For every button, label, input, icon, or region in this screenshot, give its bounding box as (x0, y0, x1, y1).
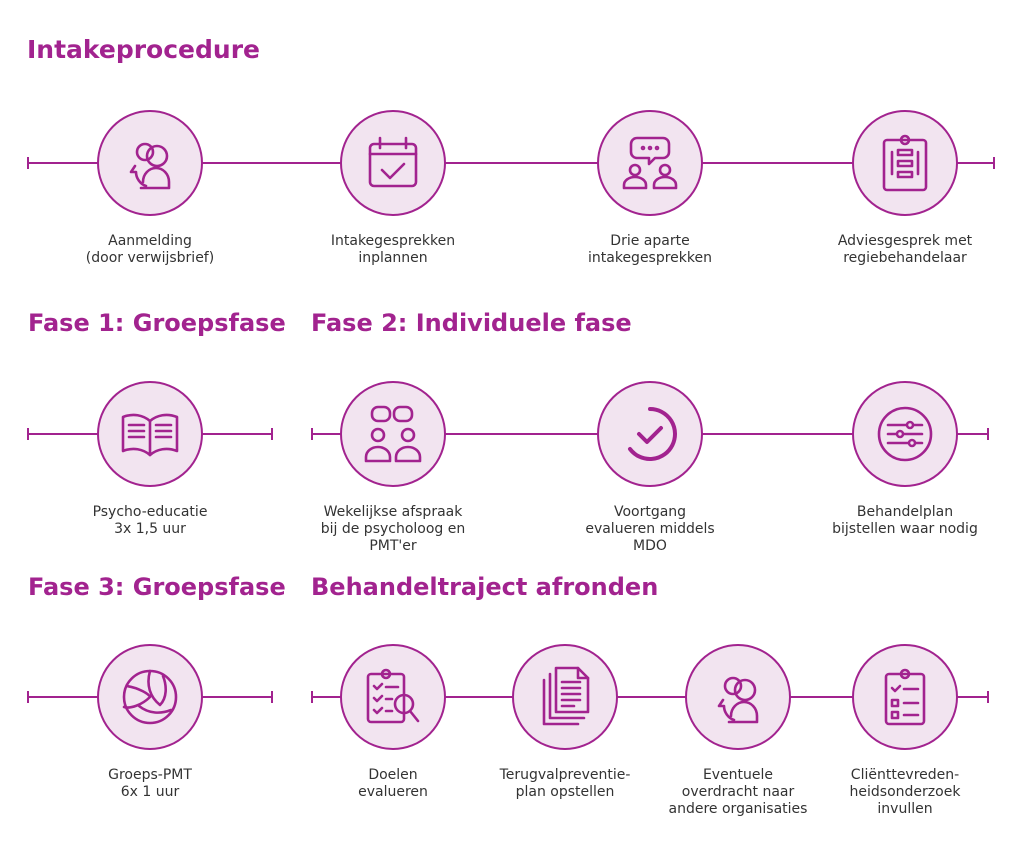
step-label-line: bij de psycholoog en (320, 521, 466, 537)
step-circle (97, 381, 203, 487)
volleyball-icon (122, 669, 178, 725)
step-label-line: andere organisaties (668, 801, 808, 817)
step-circle (852, 381, 958, 487)
people-referral-icon (129, 142, 171, 190)
step-circle (512, 644, 618, 750)
clipboard-checklist-icon (884, 668, 926, 726)
step-circle (340, 381, 446, 487)
step-label-line: invullen (877, 801, 933, 817)
step-label-line: Terugvalpreventie- (499, 767, 631, 783)
step-circle (340, 110, 446, 216)
step-label-line: bijstellen waar nodig (832, 521, 978, 537)
step-label-line: inplannen (358, 250, 428, 266)
step-label-line: 6x 1 uur (120, 784, 180, 800)
step-circle (852, 644, 958, 750)
step-label-line: Doelen (368, 767, 418, 783)
step-label-line: Intakegesprekken (330, 233, 456, 249)
documents-icon (542, 666, 590, 726)
step-label-line: overdracht naar (681, 784, 795, 800)
section-title-fase1: Fase 1: Groepsfase (28, 309, 286, 337)
step-label-line: MDO (633, 538, 667, 554)
progress-check-icon (628, 407, 677, 461)
open-book-icon (121, 413, 179, 457)
step-label-line: heidsonderzoek (849, 784, 961, 800)
step-circle (852, 110, 958, 216)
step-label-line: 3x 1,5 uur (114, 521, 186, 537)
step-label-line: Aanmelding (108, 233, 192, 249)
two-people-chat-icon (364, 405, 422, 463)
section-title-afronden: Behandeltraject afronden (311, 573, 659, 601)
people-referral-icon (717, 676, 759, 724)
step-label-line: Adviesgesprek met (837, 233, 973, 249)
section-title-intake: Intakeprocedure (27, 35, 260, 64)
step-label-line: intakegesprekken (588, 250, 712, 266)
step-label: Aanmelding(door verwijsbrief) (50, 233, 250, 267)
step-label-line: Behandelplan (856, 504, 954, 520)
clipboard-flow-icon (882, 134, 928, 192)
conversation-icon (622, 136, 678, 190)
step-label-line: Drie aparte (610, 233, 690, 249)
section-title-fase3: Fase 3: Groepsfase (28, 573, 286, 601)
timeline-intake (27, 157, 995, 169)
sliders-icon (877, 406, 933, 462)
step-label-line: Psycho-educatie (92, 504, 208, 520)
step-label: Terugvalpreventie-plan opstellen (465, 767, 665, 801)
timeline-afronden (311, 691, 989, 703)
step-label-line: evalueren (358, 784, 428, 800)
step-circle (685, 644, 791, 750)
step-label-line: evalueren middels (585, 521, 715, 537)
section-title-fase2: Fase 2: Individuele fase (311, 309, 632, 337)
step-label-line: Voortgang (613, 504, 687, 520)
step-label-line: Wekelijkse afspraak (323, 504, 463, 520)
step-label-line: Eventuele (702, 767, 774, 783)
step-label-line: Groeps-PMT (108, 767, 192, 783)
step-circle (97, 110, 203, 216)
step-label-line: Cliënttevreden- (850, 767, 960, 783)
step-label-line: plan opstellen (515, 784, 615, 800)
step-circle (340, 644, 446, 750)
step-circle (597, 381, 703, 487)
step-circle (97, 644, 203, 750)
step-label-line: PMT'er (369, 538, 417, 554)
step-label-line: (door verwijsbrief) (85, 250, 215, 266)
step-circle (597, 110, 703, 216)
step-label-line: regiebehandelaar (843, 250, 967, 266)
calendar-check-icon (368, 136, 418, 188)
clipboard-search-icon (366, 668, 420, 724)
